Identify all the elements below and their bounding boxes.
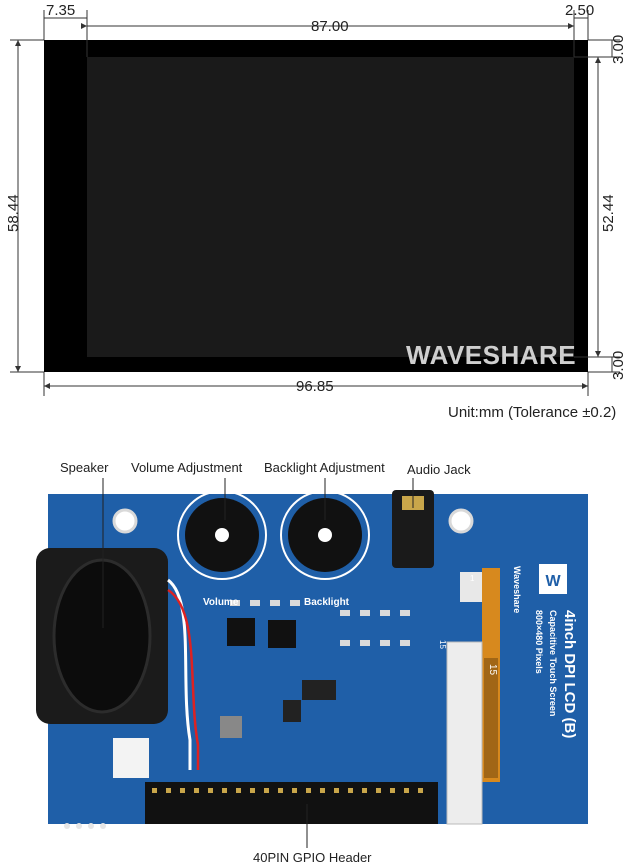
callout-backlight-adjustment: Backlight Adjustment — [264, 460, 385, 475]
lcd-active-area — [87, 57, 574, 357]
mounting-hole — [448, 508, 474, 534]
right-dimension-lines — [574, 39, 620, 373]
callout-audio-jack: Audio Jack — [407, 462, 471, 477]
watermark: WAVESHARE — [406, 340, 577, 370]
silkscreen-pin-1: 1 — [470, 574, 475, 583]
fpc-cable — [482, 568, 500, 782]
silkscreen-backlight: Backlight — [304, 597, 350, 608]
unit-note: Unit:mm (Tolerance ±0.2) — [448, 404, 617, 421]
silkscreen-pin-15: 15 — [438, 640, 447, 649]
mounting-hole — [112, 508, 138, 534]
dimension-arrowheads — [15, 23, 601, 389]
gpio-pins — [152, 788, 423, 793]
svg-text:W: W — [545, 573, 561, 590]
silkscreen-brand: Waveshare — [512, 566, 522, 614]
dimension-right-offset: 2.50 — [565, 2, 595, 19]
dimension-total-height: 58.44 — [5, 194, 22, 232]
pcb-board: W — [36, 490, 588, 829]
pads — [64, 823, 106, 829]
waveshare-logo — [539, 564, 567, 594]
speaker-connector — [113, 738, 149, 778]
gpio-header — [145, 782, 438, 824]
silkscreen-resolution: 800×480 Pixels — [534, 610, 544, 674]
silkscreen-volume: Volume — [203, 597, 239, 608]
volume-knob-ring — [177, 490, 267, 580]
fpc-pin-15: 15 — [487, 664, 498, 676]
callout-gpio-header: 40PIN GPIO Header — [253, 850, 372, 865]
dimension-active-height: 52.44 — [600, 194, 617, 232]
callout-speaker: Speaker — [60, 460, 109, 475]
dimension-active-width: 87.00 — [311, 18, 349, 35]
silkscreen-title: 4inch DPI LCD (B) — [561, 610, 578, 739]
bottom-dimension-lines — [43, 372, 589, 396]
dimension-right-top: 3.00 — [610, 34, 627, 64]
silkscreen-subtitle: Capacitive Touch Screen — [548, 610, 558, 717]
dimension-total-width: 96.85 — [296, 378, 334, 395]
left-dimension-lines — [10, 39, 44, 373]
callout-lines — [102, 478, 414, 848]
callout-volume-adjustment: Volume Adjustment — [131, 460, 243, 475]
dimension-left-offset: 7.35 — [46, 2, 76, 19]
dimension-right-bottom: 3.00 — [610, 350, 627, 380]
top-dimension-lines — [43, 10, 589, 57]
